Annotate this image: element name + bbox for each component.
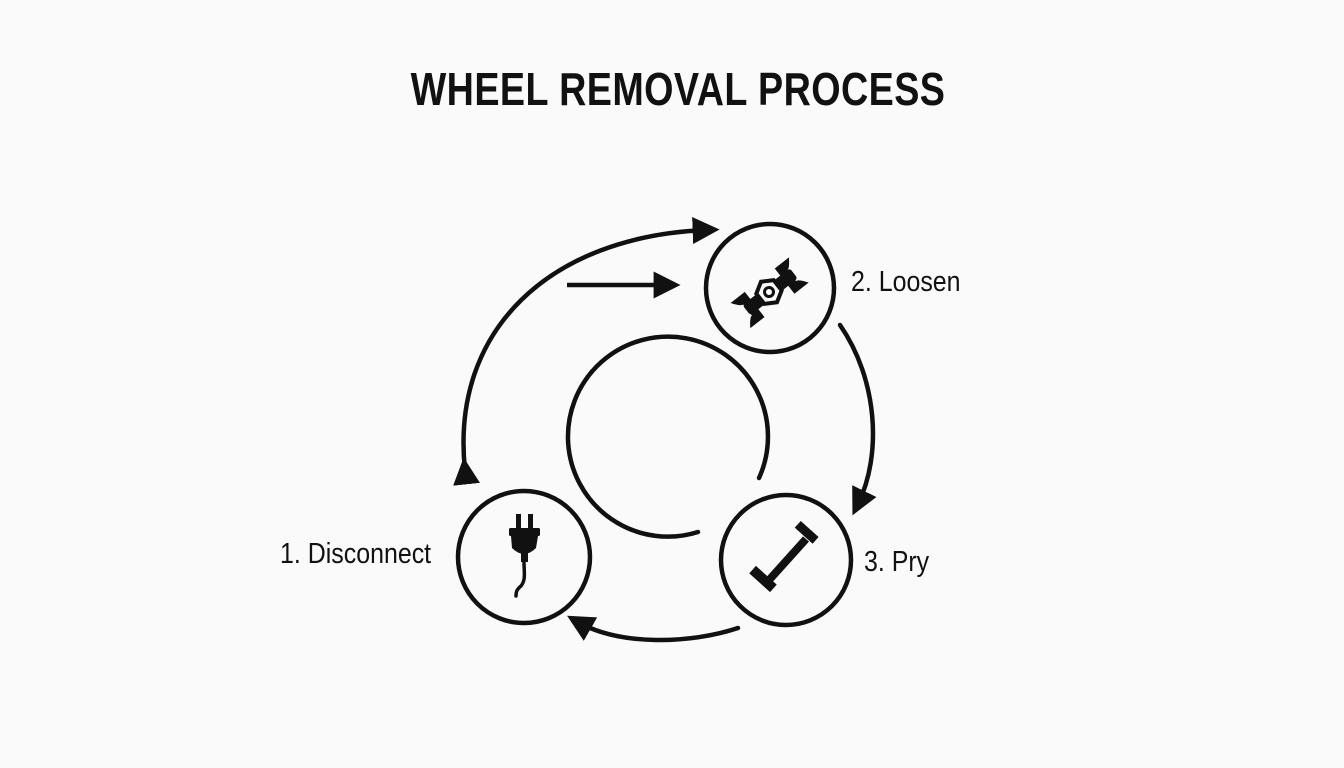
cycle-arrow-loosen-to-pry — [837, 322, 877, 516]
plug-icon — [509, 514, 540, 598]
center-ring — [565, 334, 771, 539]
step-node-disconnect — [455, 488, 593, 626]
pry-bar-icon — [749, 520, 819, 593]
step-label-pry: 3. Pry — [864, 546, 930, 578]
step-node-pry — [718, 492, 854, 628]
cycle-arrow-pry-to-disconnect — [567, 615, 741, 643]
step-node-loosen — [703, 221, 837, 355]
wrench-nut-icon — [730, 257, 809, 329]
diagram-title: WHEEL REMOVAL PROCESS — [410, 63, 946, 115]
step-label-loosen: 2. Loosen — [851, 266, 961, 298]
step-label-disconnect: 1. Disconnect — [280, 538, 432, 570]
cycle-arrow-outer-top — [453, 217, 720, 486]
